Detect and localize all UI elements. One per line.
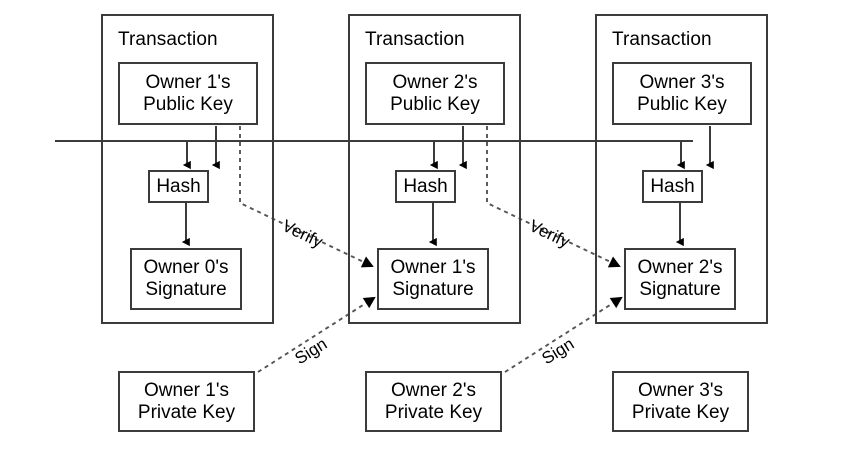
owner1-signature-line2: Signature <box>392 279 474 300</box>
owner1-public-key-box: Owner 1's Public Key <box>118 62 258 125</box>
owner3-private-key-box: Owner 3's Private Key <box>612 371 749 432</box>
transaction-block-1 <box>101 14 274 324</box>
hash-label-2: Hash <box>403 175 448 197</box>
owner1-public-key-line2: Public Key <box>143 93 233 115</box>
hash-label-1: Hash <box>156 175 201 197</box>
owner1-private-key-line2: Private Key <box>137 401 236 423</box>
owner3-public-key-line1: Owner 3's <box>639 71 725 93</box>
owner2-signature-line1: Owner 2's <box>637 257 723 278</box>
hash-box-2: Hash <box>395 170 456 203</box>
owner2-private-key-box: Owner 2's Private Key <box>365 371 502 432</box>
verify-label-1: Verify <box>279 216 326 252</box>
transaction-block-3 <box>595 14 768 324</box>
owner2-private-key-line1: Owner 2's <box>391 379 476 401</box>
hash-box-3: Hash <box>642 170 703 203</box>
owner1-private-key-box: Owner 1's Private Key <box>118 371 255 432</box>
transaction-label-3: Transaction <box>612 29 712 50</box>
owner3-private-key-line1: Owner 3's <box>638 379 723 401</box>
owner1-private-key-line1: Owner 1's <box>144 379 229 401</box>
owner1-signature-box: Owner 1's Signature <box>377 248 489 310</box>
owner1-public-key-line1: Owner 1's <box>145 71 231 93</box>
transaction-label-1: Transaction <box>118 29 218 50</box>
sign-label-1: Sign <box>291 334 331 369</box>
owner2-public-key-line1: Owner 2's <box>392 71 478 93</box>
transaction-label-2: Transaction <box>365 29 465 50</box>
hash-label-3: Hash <box>650 175 695 197</box>
owner3-public-key-line2: Public Key <box>637 93 727 115</box>
owner1-signature-line1: Owner 1's <box>390 257 476 278</box>
owner0-signature-box: Owner 0's Signature <box>130 248 242 310</box>
owner2-private-key-line2: Private Key <box>384 401 483 423</box>
owner3-public-key-box: Owner 3's Public Key <box>612 62 752 125</box>
verify-label-2: Verify <box>526 216 573 252</box>
owner0-signature-line1: Owner 0's <box>143 257 229 278</box>
owner3-private-key-line2: Private Key <box>631 401 730 423</box>
owner2-signature-line2: Signature <box>639 279 721 300</box>
owner0-signature-line2: Signature <box>145 279 227 300</box>
transaction-block-2 <box>348 14 521 324</box>
owner2-public-key-box: Owner 2's Public Key <box>365 62 505 125</box>
hash-box-1: Hash <box>148 170 209 203</box>
owner2-signature-box: Owner 2's Signature <box>624 248 736 310</box>
owner2-public-key-line2: Public Key <box>390 93 480 115</box>
sign-label-2: Sign <box>538 334 578 369</box>
